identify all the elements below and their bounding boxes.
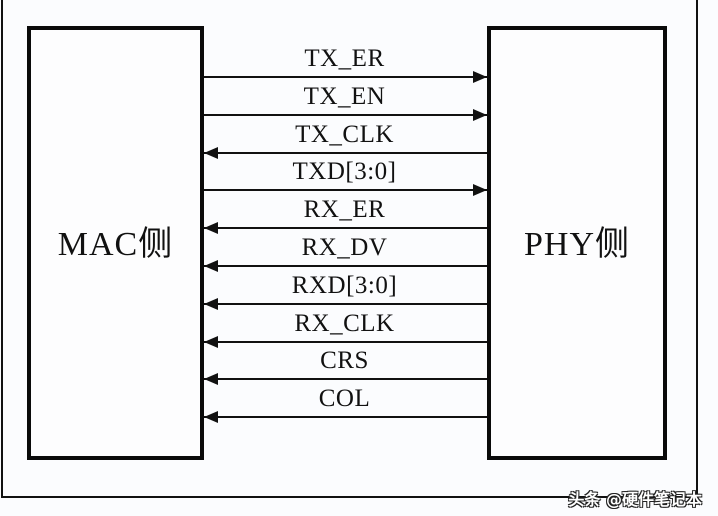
signal-tx-clk bbox=[204, 147, 487, 159]
signal-label: TX_ER bbox=[304, 45, 385, 72]
signal-col bbox=[204, 411, 487, 423]
signal-txd-3-0 bbox=[204, 184, 487, 196]
arrowhead-icon bbox=[204, 260, 218, 272]
arrowhead-icon bbox=[473, 71, 487, 83]
signal-rx-clk bbox=[204, 336, 487, 348]
arrowhead-icon bbox=[204, 373, 218, 385]
signal-label: COL bbox=[318, 385, 371, 412]
signal-tx-er bbox=[204, 71, 487, 83]
signal-rxd-3-0 bbox=[204, 298, 487, 310]
signal-crs bbox=[204, 373, 487, 385]
arrowhead-icon bbox=[473, 109, 487, 121]
signal-label: RX_CLK bbox=[294, 310, 395, 337]
arrowhead-icon bbox=[473, 184, 487, 196]
arrowhead-icon bbox=[204, 298, 218, 310]
signal-label: RX_DV bbox=[301, 234, 388, 261]
arrowhead-icon bbox=[204, 147, 218, 159]
arrowhead-icon bbox=[204, 411, 218, 423]
watermark: 头条 @硬件笔记本 bbox=[568, 490, 702, 509]
signal-label: TX_CLK bbox=[295, 121, 394, 148]
arrowhead-icon bbox=[204, 222, 218, 234]
signal-tx-en bbox=[204, 109, 487, 121]
signal-label: CRS bbox=[320, 347, 369, 374]
mac-label: MAC侧 bbox=[57, 226, 174, 264]
signal-rx-er bbox=[204, 222, 487, 234]
mac-block: MAC侧 bbox=[27, 26, 204, 460]
phy-block: PHY侧 bbox=[487, 26, 667, 460]
phy-label: PHY侧 bbox=[523, 226, 631, 264]
signal-label: RXD[3:0] bbox=[291, 272, 398, 299]
signal-label: TXD[3:0] bbox=[292, 158, 397, 185]
signal-label: TX_EN bbox=[303, 83, 386, 110]
signal-label: RX_ER bbox=[303, 196, 386, 223]
arrowhead-icon bbox=[204, 336, 218, 348]
signal-rx-dv bbox=[204, 260, 487, 272]
